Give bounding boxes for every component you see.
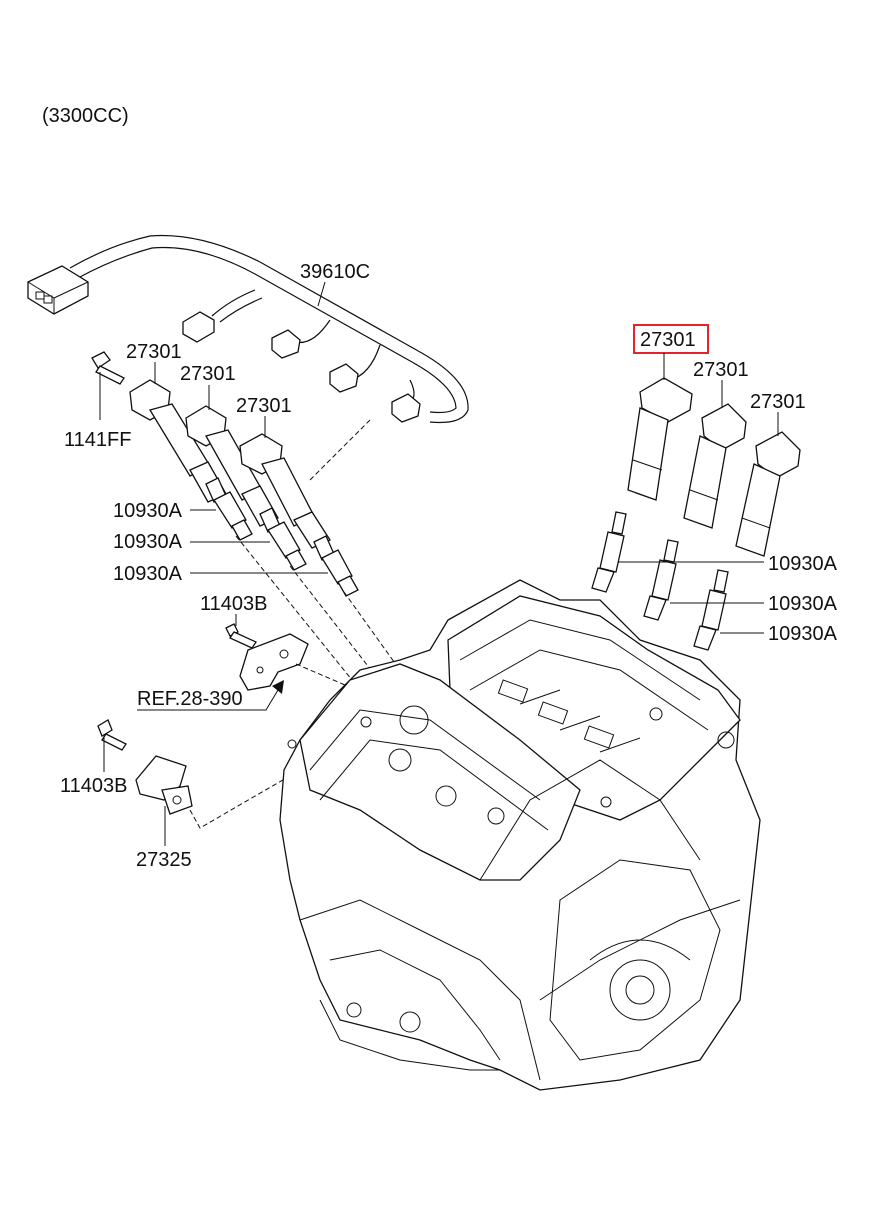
spark-plug-left-1 (205, 477, 253, 541)
coil-right-2-label: 27301 (693, 359, 749, 381)
mounting-bracket (239, 633, 309, 691)
plug-right-3-label: 10930A (768, 623, 838, 645)
wiring-harness (27, 234, 469, 424)
bolt-1141ff-label: 1141FF (64, 429, 131, 451)
plug-right-1-label: 10930A (768, 553, 838, 575)
harness-connector-3 (329, 363, 359, 393)
harness-connector-4 (391, 393, 421, 423)
highlight-box (633, 324, 709, 354)
harness-connector-1 (182, 311, 215, 343)
ignition-coil-left-2 (185, 405, 279, 527)
ignition-coil-right-1 (627, 377, 693, 501)
bolt-1141ff (91, 351, 125, 385)
harness-main-connector (27, 265, 89, 315)
sensor-bolt (97, 719, 127, 751)
plug-right-2-label: 10930A (768, 593, 838, 615)
coil-left-2-label: 27301 (180, 363, 236, 385)
coil-right-3-label: 27301 (750, 391, 806, 413)
engine-block (279, 579, 761, 1091)
ignition-coil-right-2 (683, 403, 747, 529)
engine-variant-label: (3300CC) (42, 105, 129, 127)
ref-label: REF.28-390 (137, 688, 243, 710)
ref-leader (137, 689, 279, 711)
sensor-bolt-label: 11403B (60, 775, 127, 797)
plug-left-2-label: 10930A (113, 531, 183, 553)
harness-connector-2 (271, 329, 301, 359)
ignition-coil-left-1 (129, 379, 227, 503)
bracket-bolt (225, 623, 257, 649)
plug-left-3-label: 10930A (113, 563, 183, 585)
sensor-install-line (189, 769, 301, 829)
harness-label: 39610C (300, 261, 370, 283)
spark-plug-left-2 (259, 507, 307, 571)
plug-left-1-label: 10930A (113, 500, 183, 522)
spark-plug-right-3 (693, 569, 729, 651)
ignition-coil-right-3 (735, 431, 801, 557)
coil-right-1-label: 27301 (640, 329, 696, 351)
harness-leader (317, 281, 326, 307)
coil-left-1-label: 27301 (126, 341, 182, 363)
spark-plug-left-3 (313, 535, 359, 597)
bracket-bolt-label: 11403B (200, 593, 267, 615)
coil-left-3-label: 27301 (236, 395, 292, 417)
sensor-label: 27325 (136, 849, 192, 871)
spark-plug-right-1 (591, 511, 627, 593)
ref-arrow-icon (272, 680, 284, 694)
crank-position-sensor (135, 755, 193, 815)
spark-plug-right-2 (643, 539, 679, 621)
